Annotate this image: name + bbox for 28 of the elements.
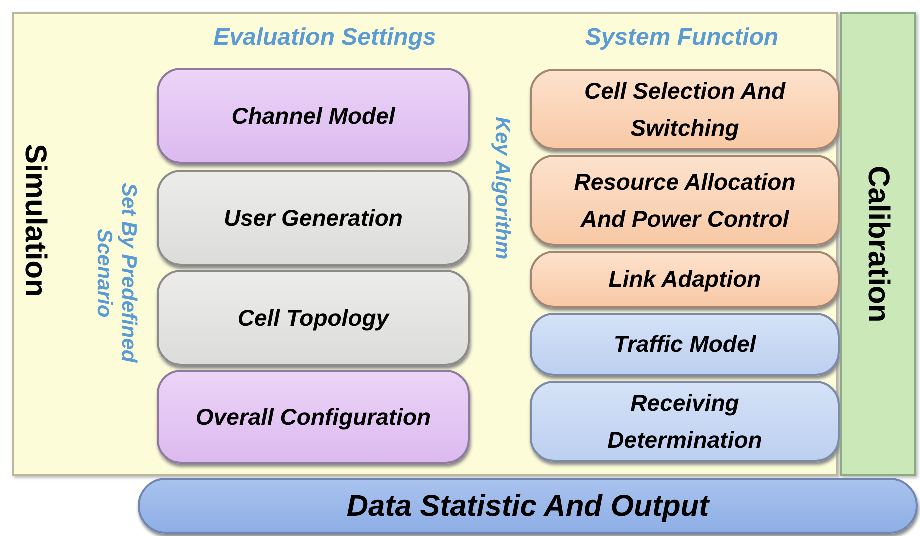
module-box <box>157 270 470 366</box>
module-label: Channel Model <box>232 102 396 131</box>
module-label: Traffic Model <box>614 330 756 360</box>
section-heading: Evaluation Settings <box>212 24 438 52</box>
panel-title: Simulation <box>20 144 50 298</box>
module-label: Data Statistic And Output <box>346 488 710 524</box>
module-box <box>530 381 840 462</box>
module-box <box>530 155 840 246</box>
module-label: Cell Selection And Switching <box>583 76 787 143</box>
calibration-panel <box>840 12 916 476</box>
output-bar <box>138 478 918 534</box>
module-box <box>530 251 840 308</box>
section-heading: Key Algorithm <box>490 116 514 262</box>
section-heading: Set By Predefined Scenario <box>92 182 140 365</box>
module-label: Cell Topology <box>238 304 390 333</box>
module-box <box>530 313 840 376</box>
module-label: User Generation <box>224 204 403 233</box>
module-box <box>157 370 470 464</box>
module-label: Overall Configuration <box>196 402 432 432</box>
module-box <box>157 170 470 266</box>
module-label: Receiving Determination <box>606 388 764 454</box>
module-box <box>530 69 840 150</box>
module-box <box>157 68 470 164</box>
module-label: Link Adaption <box>608 265 762 294</box>
simulation-panel <box>12 12 838 476</box>
module-label: Resource Allocation And Power Control <box>573 168 797 234</box>
section-heading: System Function <box>584 24 780 52</box>
panel-title: Calibration <box>863 166 893 322</box>
